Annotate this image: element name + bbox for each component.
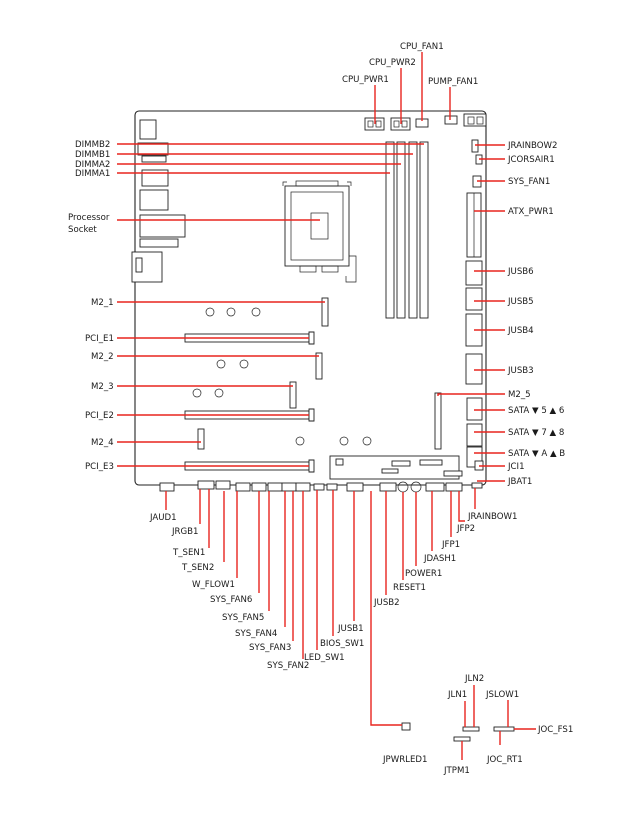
label-pump-fan1: PUMP_FAN1 [428,77,478,87]
debug-display [463,113,487,127]
label-m2-2: M2_2 [91,352,114,362]
line-jfp2 [458,491,465,522]
label-sys-fan4: SYS_FAN4 [235,629,277,639]
label-jusb5: JUSB5 [507,297,534,307]
m2-mount-holes [192,307,372,446]
label-jaud1: JAUD1 [149,513,177,523]
label-jusb1: JUSB1 [337,624,364,634]
label-pci-e3: PCI_E3 [85,462,114,472]
label-socket: Socket [68,225,97,235]
label-cpu-pwr2: CPU_PWR2 [369,58,416,68]
label-sata-56: SATA ▼ 5 ▲ 6 [508,406,564,416]
label-m2-3: M2_3 [91,382,114,392]
callout-lines [117,52,536,760]
label-pci-e2: PCI_E2 [85,411,114,421]
label-sys-fan3: SYS_FAN3 [249,643,291,653]
bottom-headers [159,455,515,742]
label-jrainbow1: JRAINBOW1 [467,512,517,522]
label-jdash1: JDASH1 [423,554,456,564]
label-bios-sw1: BIOS_SW1 [320,639,364,649]
label-dimmb2: DIMMB2 [75,140,110,150]
label-jci1: JCI1 [507,462,525,472]
label-m2-5: M2_5 [508,390,531,400]
label-t-sen1: T_SEN1 [172,548,205,558]
label-jfp1: JFP1 [441,540,460,550]
label-jrgb1: JRGB1 [171,527,199,537]
label-sys-fan5: SYS_FAN5 [222,613,264,623]
label-jslow1: JSLOW1 [485,690,519,700]
label-cpu-fan1: CPU_FAN1 [400,42,444,52]
cpu-socket [282,180,357,283]
label-t-sen2: T_SEN2 [181,563,214,573]
m2-slots [197,297,442,450]
label-jbat1: JBAT1 [507,477,532,487]
rear-io-ports [131,119,186,283]
label-dimmb1: DIMMB1 [75,150,110,160]
label-atx-pwr1: ATX_PWR1 [508,207,554,217]
label-cpu-pwr1: CPU_PWR1 [342,75,389,85]
label-jcorsair1: JCORSAIR1 [507,155,555,165]
label-jpwrled1: JPWRLED1 [382,755,428,765]
label-joc-rt1: JOC_RT1 [486,755,523,765]
label-reset1: RESET1 [393,583,426,593]
label-m2-1: M2_1 [91,298,114,308]
label-pci-e1: PCI_E1 [85,334,114,344]
label-jusb6: JUSB6 [507,267,534,277]
label-w-flow1: W_FLOW1 [192,580,235,590]
label-sata-ab: SATA ▼ A ▲ B [508,449,565,459]
label-sata-78: SATA ▼ 7 ▲ 8 [508,428,564,438]
label-jln1: JLN1 [447,690,467,700]
label-processor: Processor [68,213,110,223]
callout-labels: CPU_FAN1 CPU_PWR2 CPU_PWR1 PUMP_FAN1 DIM… [68,42,573,776]
label-jln2: JLN2 [464,674,484,684]
dimm-slots [385,141,429,319]
label-sys-fan6: SYS_FAN6 [210,595,252,605]
label-jusb4: JUSB4 [507,326,534,336]
label-power1: POWER1 [405,569,442,579]
label-m2-4: M2_4 [91,438,114,448]
label-sys-fan2: SYS_FAN2 [267,661,309,671]
label-jusb3: JUSB3 [507,366,534,376]
label-jtpm1: JTPM1 [443,766,470,776]
label-jusb2: JUSB2 [373,598,400,608]
line-jpwrled1 [370,491,402,726]
label-jfp2: JFP2 [456,524,475,534]
line-m2-5 [437,393,505,396]
label-led-sw1: LED_SW1 [304,653,345,663]
label-dimma2: DIMMA2 [75,160,110,170]
label-jrainbow2: JRAINBOW2 [507,141,557,151]
label-dimma1: DIMMA1 [75,169,110,179]
label-joc-fs1: JOC_FS1 [537,725,573,735]
board-outline [134,110,487,486]
label-sys-fan1: SYS_FAN1 [508,177,550,187]
